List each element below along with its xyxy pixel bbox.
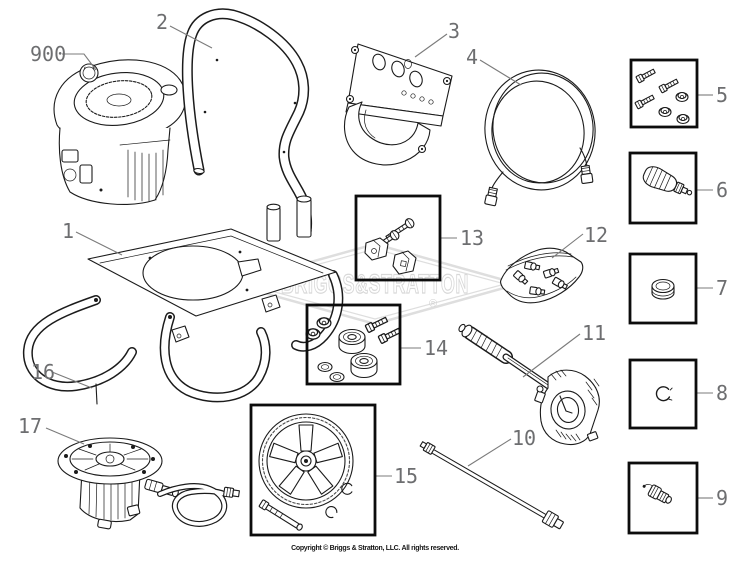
part-label-gun: 11 xyxy=(582,321,607,345)
engine-drawing xyxy=(53,59,187,205)
nozzle-kit-drawing xyxy=(500,247,584,304)
pin-drawing xyxy=(95,383,98,405)
leader-gun xyxy=(522,333,581,378)
leader-handle xyxy=(169,25,213,49)
copyright-text: Copyright © Briggs & Stratton, LLC. All … xyxy=(291,545,459,552)
leader-nozzle-kit xyxy=(551,233,584,259)
part-label-pin: 16 xyxy=(31,360,56,384)
frame-drawing xyxy=(22,195,344,403)
part-label-adapter: 9 xyxy=(716,486,729,510)
part-label-panel: 3 xyxy=(448,19,461,43)
box-adapter xyxy=(627,461,699,535)
part-label-cap: 7 xyxy=(716,276,729,300)
part-label-pump: 17 xyxy=(18,414,43,438)
leader-engine xyxy=(62,53,97,71)
leader-hose xyxy=(479,59,522,86)
leader-lines xyxy=(45,25,713,499)
box-turbo-nozzle xyxy=(628,151,698,225)
hardware-kit-drawing xyxy=(634,67,690,125)
bolt-kit-drawing xyxy=(364,218,417,275)
leader-wand xyxy=(467,438,512,467)
box-bolt-kit xyxy=(354,194,442,282)
box-cap xyxy=(628,252,698,325)
adapter-drawing xyxy=(642,484,672,504)
box-hardware-kit xyxy=(629,58,699,129)
box-clip xyxy=(628,358,698,430)
clip-drawing xyxy=(655,386,673,402)
part-label-wheel-kit: 15 xyxy=(394,464,419,488)
leader-panel xyxy=(414,33,448,58)
handle-drawing xyxy=(181,8,313,237)
part-label-bolt-kit: 13 xyxy=(460,226,485,250)
part-label-hardware-kit: 5 xyxy=(716,83,729,107)
box-seal-kit xyxy=(305,303,402,386)
part-label-handle: 2 xyxy=(156,10,169,34)
wheel-drawing xyxy=(258,413,355,531)
registered-mark: ® xyxy=(429,298,437,310)
leader-frame xyxy=(75,231,123,256)
part-label-engine: 900 xyxy=(30,42,67,66)
wand-drawing xyxy=(419,441,564,530)
part-label-frame: 1 xyxy=(62,219,75,243)
seal-kit-drawing xyxy=(305,315,402,383)
part-label-wand: 10 xyxy=(512,426,537,450)
part-label-nozzle-kit: 12 xyxy=(584,223,609,247)
hose-drawing xyxy=(484,69,596,207)
turbo-nozzle-drawing xyxy=(642,166,693,196)
panel-drawing xyxy=(344,43,453,166)
gun-drawing xyxy=(458,323,600,446)
leader-pump xyxy=(45,427,85,445)
box-wheel-kit xyxy=(249,403,377,537)
pump-drawing xyxy=(57,437,240,530)
part-label-nozzle: 6 xyxy=(716,178,729,202)
part-label-hose: 4 xyxy=(466,45,479,69)
leader-pin xyxy=(51,371,93,389)
part-label-clip: 8 xyxy=(716,381,729,405)
part-label-seal-kit: 14 xyxy=(424,336,449,360)
cap-drawing xyxy=(651,278,675,300)
